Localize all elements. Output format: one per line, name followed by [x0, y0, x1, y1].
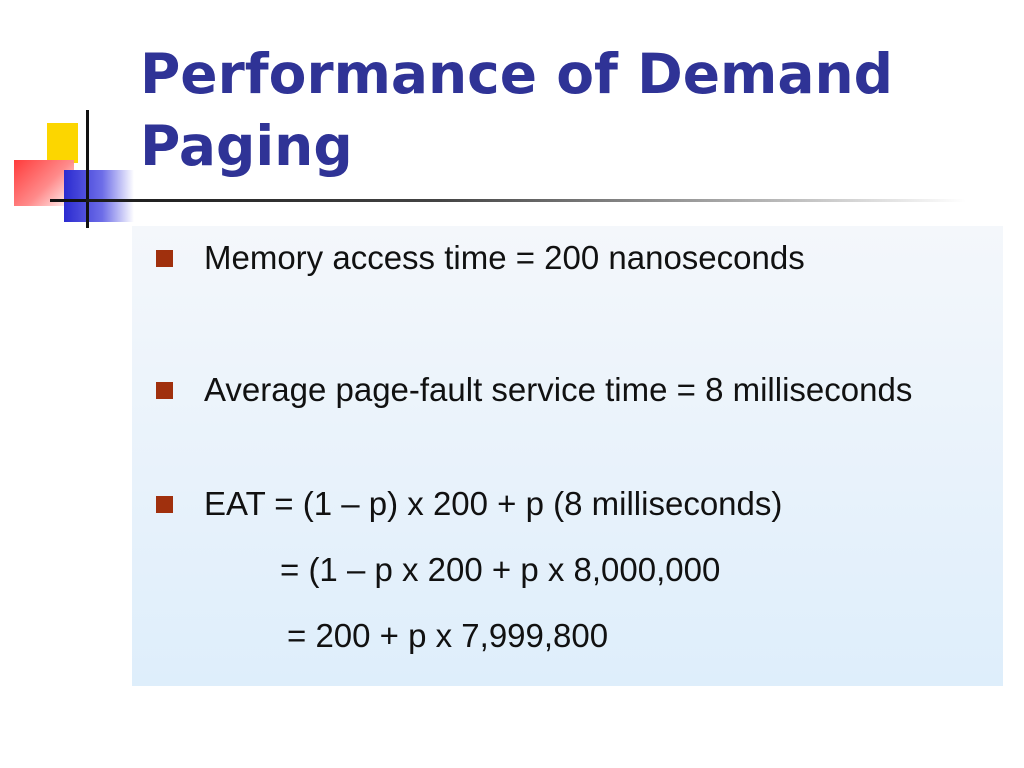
bullet-square-icon: [156, 496, 173, 513]
bullet-square-icon: [156, 250, 173, 267]
title-underline: [86, 199, 966, 202]
slide-title-line2: Paging: [140, 114, 353, 178]
bullet-text: Average page-fault service time = 8 mill…: [204, 371, 913, 408]
equation-continuation-line: = (1 – p x 200 + p x 8,000,000: [280, 551, 721, 588]
vertical-rule-decoration: [86, 110, 89, 228]
slide-logo-decoration: [0, 0, 140, 240]
equation-continuation-line: = 200 + p x 7,999,800: [287, 617, 609, 654]
bullet-text: Memory access time = 200 nanoseconds: [204, 239, 805, 276]
slide-title: Performance of Demand Paging: [140, 38, 1000, 182]
yellow-square-decoration: [47, 123, 78, 163]
bullet-text: EAT = (1 – p) x 200 + p (8 milliseconds): [204, 485, 783, 522]
content-box: Memory access time = 200 nanoseconds Ave…: [132, 226, 1003, 686]
blue-square-decoration: [64, 170, 134, 222]
slide-title-line1: Performance of Demand: [140, 42, 893, 106]
bullet-square-icon: [156, 382, 173, 399]
